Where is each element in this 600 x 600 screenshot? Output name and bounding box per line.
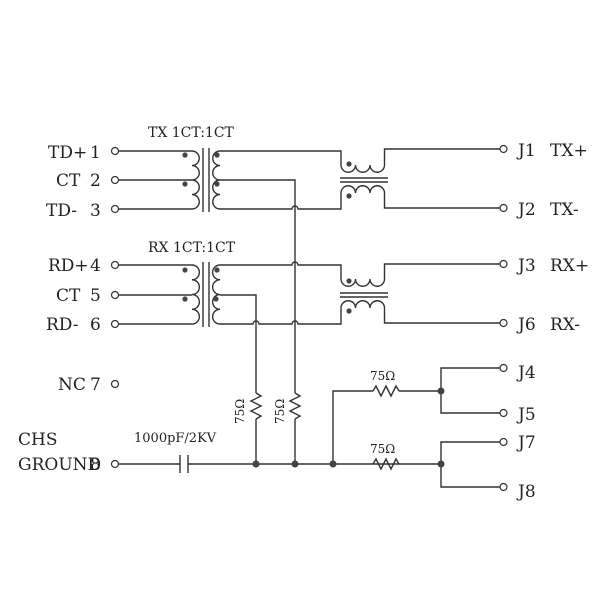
pin-label-td-plus: TD+ bbox=[48, 143, 87, 163]
j7-terminal bbox=[499, 437, 508, 447]
resistor-2-zigzag bbox=[288, 392, 302, 420]
pin-4-terminal bbox=[110, 260, 120, 270]
pin-label-chs: CHS bbox=[18, 430, 57, 450]
tx-polarity-dot bbox=[182, 181, 188, 187]
tx-choke-bottom-coil bbox=[340, 185, 386, 194]
tx-secondary-ct-wire bbox=[220, 179, 296, 205]
tx-transformer-label: TX 1CT:1CT bbox=[148, 125, 235, 141]
j8-label: J8 bbox=[516, 482, 536, 502]
upper-branch-wire bbox=[332, 390, 373, 464]
pin-label-td-minus: TD- bbox=[46, 201, 77, 221]
junction-dot bbox=[291, 460, 299, 468]
junction-dot bbox=[437, 460, 445, 468]
tx-choke-dot bbox=[346, 161, 352, 167]
tx-choke-dot bbox=[346, 193, 352, 199]
j1-label: J1 bbox=[516, 141, 536, 161]
rx-secondary-top-wire bbox=[220, 261, 342, 279]
pin-7-terminal bbox=[110, 379, 120, 389]
j1-wire bbox=[383, 148, 500, 165]
rx-secondary-ct-wire bbox=[220, 294, 257, 464]
rx-plus-label: RX+ bbox=[550, 256, 589, 276]
junction-dot bbox=[329, 460, 337, 468]
j8-terminal bbox=[499, 482, 508, 492]
capacitor-label: 1000pF/2KV bbox=[134, 431, 217, 446]
pin-2-terminal bbox=[110, 175, 120, 185]
pin-number-6: 6 bbox=[90, 315, 101, 335]
tx-secondary-bottom-wire bbox=[220, 193, 342, 210]
pin-number-7: 7 bbox=[90, 375, 101, 395]
j5-label: J5 bbox=[516, 405, 536, 425]
tx-minus-label: TX- bbox=[550, 200, 579, 220]
resistor-1-label: 75Ω bbox=[233, 399, 247, 424]
rx-polarity-dot bbox=[182, 267, 188, 273]
rx-transformer-label: RX 1CT:1CT bbox=[148, 240, 236, 256]
pin-1-terminal bbox=[110, 146, 120, 156]
j4-terminal bbox=[499, 363, 508, 373]
pin-3-terminal bbox=[110, 204, 120, 214]
rx-polarity-dot bbox=[213, 296, 219, 302]
tx-secondary-coil bbox=[212, 150, 221, 210]
pin-number-8: 8 bbox=[90, 455, 101, 475]
rx-choke bbox=[340, 278, 388, 314]
rx-choke-bottom-coil bbox=[340, 300, 386, 309]
resistor-3-label: 75Ω bbox=[370, 369, 395, 383]
junction-dot bbox=[252, 460, 260, 468]
j6-wire bbox=[383, 308, 500, 324]
rx-transformer bbox=[118, 262, 221, 327]
pin-label-ct-rx: CT bbox=[56, 286, 81, 306]
j3-terminal bbox=[499, 259, 508, 269]
pin-label-nc: NC bbox=[58, 375, 86, 395]
rx-choke-dot bbox=[346, 308, 352, 314]
capacitor bbox=[179, 455, 189, 473]
tx-polarity-dot bbox=[214, 152, 220, 158]
pin-6-terminal bbox=[110, 319, 120, 329]
j3-wire bbox=[383, 263, 500, 279]
pin-label-ground: GROUND bbox=[18, 455, 101, 475]
tx-plus-label: TX+ bbox=[550, 141, 588, 161]
resistor-4-label: 75Ω bbox=[370, 442, 395, 456]
j5-terminal bbox=[499, 408, 508, 418]
j2-wire bbox=[383, 193, 500, 209]
j2-label: J2 bbox=[516, 200, 536, 220]
tx-choke bbox=[340, 161, 388, 199]
rx-secondary-bottom-wire bbox=[220, 308, 342, 325]
j2-terminal bbox=[499, 203, 508, 213]
tx-transformer bbox=[118, 148, 221, 212]
junction-dot bbox=[437, 387, 445, 395]
resistor-3-zigzag bbox=[372, 384, 400, 398]
tx-polarity-dot bbox=[182, 152, 188, 158]
rx-minus-label: RX- bbox=[550, 315, 580, 335]
j7-j8-wire bbox=[440, 441, 500, 488]
pin-5-terminal bbox=[110, 290, 120, 300]
pin-label-rd-minus: RD- bbox=[46, 315, 79, 335]
resistor-1-zigzag bbox=[249, 392, 263, 420]
rx-secondary-coil bbox=[212, 264, 221, 325]
j7-label: J7 bbox=[516, 433, 536, 453]
j6-label: J6 bbox=[516, 315, 536, 335]
j1-terminal bbox=[499, 144, 508, 154]
resistor-4-zigzag bbox=[372, 457, 400, 471]
rx-polarity-dot bbox=[214, 267, 220, 273]
rx-choke-dot bbox=[346, 278, 352, 284]
tx-secondary-top-wire bbox=[220, 150, 342, 165]
tx-primary-coil bbox=[191, 150, 200, 210]
rx-choke-top-coil bbox=[340, 278, 386, 287]
j6-terminal bbox=[499, 318, 508, 328]
pin-number-5: 5 bbox=[90, 286, 101, 306]
tx-choke-top-coil bbox=[340, 164, 386, 173]
tx-polarity-dot bbox=[214, 181, 220, 187]
pin-number-2: 2 bbox=[90, 171, 101, 191]
pin-number-4: 4 bbox=[90, 256, 101, 276]
pin-label-ct-tx: CT bbox=[56, 171, 81, 191]
j4-j5-wire bbox=[440, 367, 500, 414]
pin-number-1: 1 bbox=[90, 143, 101, 163]
pin-label-rd-plus: RD+ bbox=[48, 256, 89, 276]
j4-label: J4 bbox=[516, 363, 536, 383]
rx-polarity-dot bbox=[182, 296, 188, 302]
pin-8-terminal bbox=[110, 459, 120, 469]
resistor-2-label: 75Ω bbox=[273, 399, 287, 424]
rx-primary-coil bbox=[191, 264, 200, 325]
j3-label: J3 bbox=[516, 256, 536, 276]
pin-number-3: 3 bbox=[90, 201, 101, 221]
